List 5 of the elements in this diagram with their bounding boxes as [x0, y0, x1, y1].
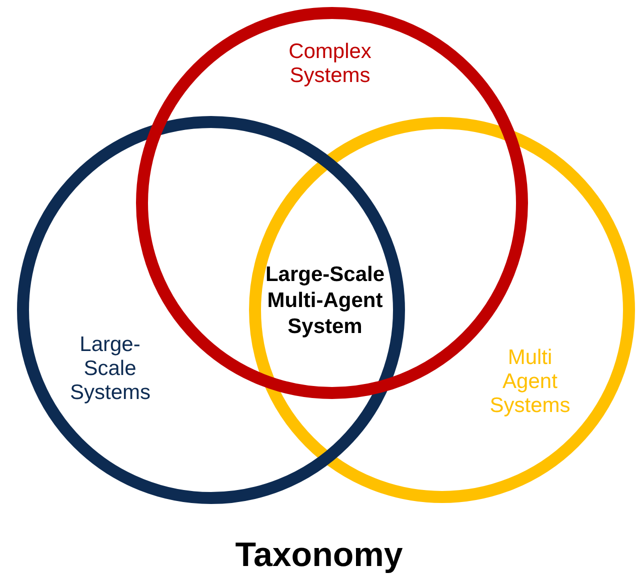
diagram-title: Taxonomy: [234, 536, 404, 575]
set-label: Complex Systems: [288, 40, 372, 88]
set-label: Large-Scale Systems: [70, 333, 150, 405]
set-label: Multi Agent Systems: [488, 346, 572, 418]
intersection-label: Large-Scale Multi-Agent System: [264, 262, 386, 340]
